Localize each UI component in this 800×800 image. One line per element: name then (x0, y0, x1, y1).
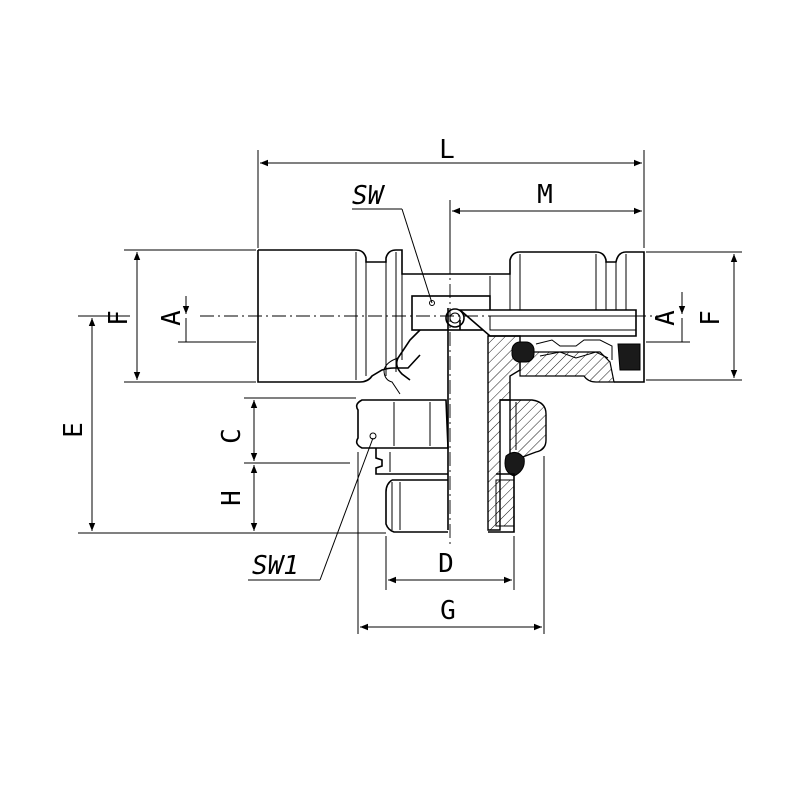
label-C: C (217, 428, 247, 444)
label-F-left: F (104, 310, 134, 326)
dimension-A-left: A (157, 296, 256, 343)
label-E: E (59, 422, 89, 438)
label-G: G (440, 596, 456, 626)
leader-SW1: SW1 (248, 437, 374, 581)
fitting-body (257, 249, 645, 533)
dimension-G: G (357, 452, 545, 634)
label-SW1: SW1 (252, 551, 299, 581)
dimension-D: D (385, 536, 515, 590)
dimension-L: L (257, 135, 645, 248)
dimension-C: C (217, 397, 356, 464)
label-A-left: A (157, 310, 187, 326)
label-A-right: A (651, 310, 681, 326)
label-L: L (439, 135, 455, 165)
center-lines (200, 260, 660, 545)
dimension-H: H (217, 465, 258, 531)
dimension-F-left: F (104, 249, 256, 383)
label-M: M (537, 180, 553, 210)
label-D: D (438, 549, 454, 579)
label-F-right: F (696, 310, 726, 326)
label-H: H (217, 490, 247, 506)
label-SW: SW (352, 181, 386, 211)
dimension-E: E (59, 315, 386, 534)
dimension-F-right: F (646, 251, 742, 381)
leader-SW: SW (352, 181, 433, 304)
dimension-A-right: A (646, 292, 690, 343)
dimension-M: M (449, 180, 642, 270)
